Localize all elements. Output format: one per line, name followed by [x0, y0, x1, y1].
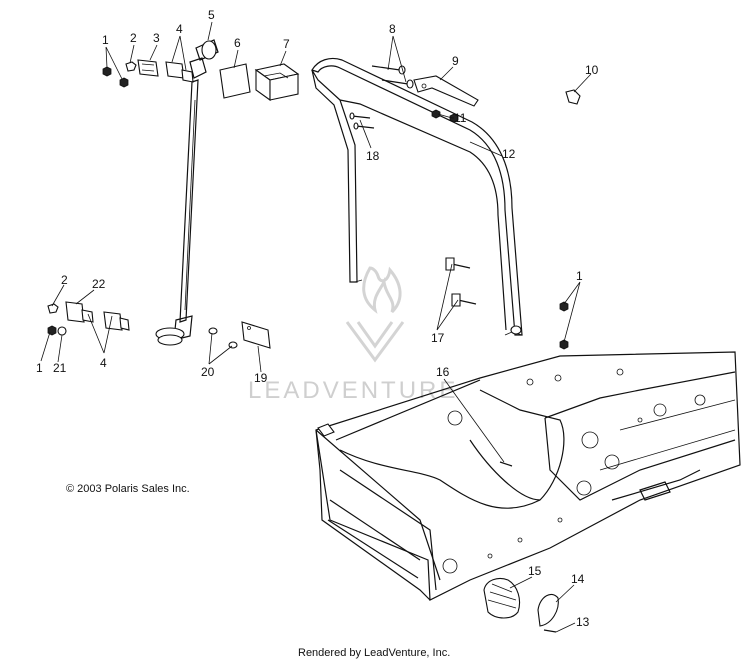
callout-labels: 1 2 3 4 5 6 7 8 9 10 11 12 13 14 15 16 1…	[36, 8, 599, 629]
callout-17: 17	[431, 331, 445, 345]
callout-4-left: 4	[100, 356, 107, 370]
nuts-11	[431, 109, 459, 123]
callout-19: 19	[254, 371, 268, 385]
watermark-logo: LEADVENTURE	[248, 266, 458, 404]
callout-14: 14	[571, 572, 585, 586]
cap-14	[537, 593, 559, 627]
plate-6	[219, 63, 251, 99]
callout-5: 5	[208, 8, 215, 22]
callout-1-top: 1	[102, 33, 109, 47]
callout-6: 6	[234, 36, 241, 50]
watermark-text: LEADVENTURE	[248, 377, 458, 404]
callout-12: 12	[502, 147, 516, 161]
callout-10: 10	[585, 63, 599, 77]
nut-1-top	[102, 66, 129, 88]
bracket-9	[413, 75, 479, 107]
callout-15: 15	[528, 564, 542, 578]
bolt-16	[499, 461, 513, 467]
footer-credit: Rendered by LeadVenture, Inc.	[298, 647, 450, 659]
callout-11: 11	[454, 111, 467, 125]
chassis-frame	[315, 351, 741, 601]
callout-13: 13	[576, 615, 590, 629]
copyright-text: © 2003 Polaris Sales Inc.	[66, 483, 190, 495]
callout-2-left: 2	[61, 273, 68, 287]
callout-16: 16	[436, 365, 450, 379]
clamp-3	[137, 59, 159, 77]
leader-lines	[40, 21, 592, 633]
callout-3: 3	[153, 31, 160, 45]
callout-9: 9	[452, 54, 459, 68]
left-clamp-group	[47, 301, 130, 336]
callout-21: 21	[53, 361, 67, 375]
hoop-12	[311, 57, 523, 336]
callout-1-right: 1	[576, 269, 583, 283]
screw-13	[543, 629, 557, 633]
screw-2-top	[125, 61, 137, 72]
callout-8: 8	[389, 22, 396, 36]
clamp-4-top	[165, 61, 194, 83]
clip-10	[565, 89, 581, 105]
steering-post-5	[155, 39, 219, 346]
callout-18: 18	[366, 149, 380, 163]
bolts-17	[445, 257, 477, 307]
callout-7: 7	[283, 37, 290, 51]
callout-1-left: 1	[36, 361, 43, 375]
callout-20: 20	[201, 365, 215, 379]
callout-2-top: 2	[130, 31, 137, 45]
block-7	[254, 63, 300, 102]
callout-4-top: 4	[176, 22, 183, 36]
plate-19	[241, 321, 271, 349]
callout-22: 22	[92, 277, 106, 291]
washers-20	[208, 327, 238, 349]
boot-15	[483, 577, 521, 619]
bolts-18	[349, 112, 375, 130]
nut-1-right	[559, 301, 569, 350]
